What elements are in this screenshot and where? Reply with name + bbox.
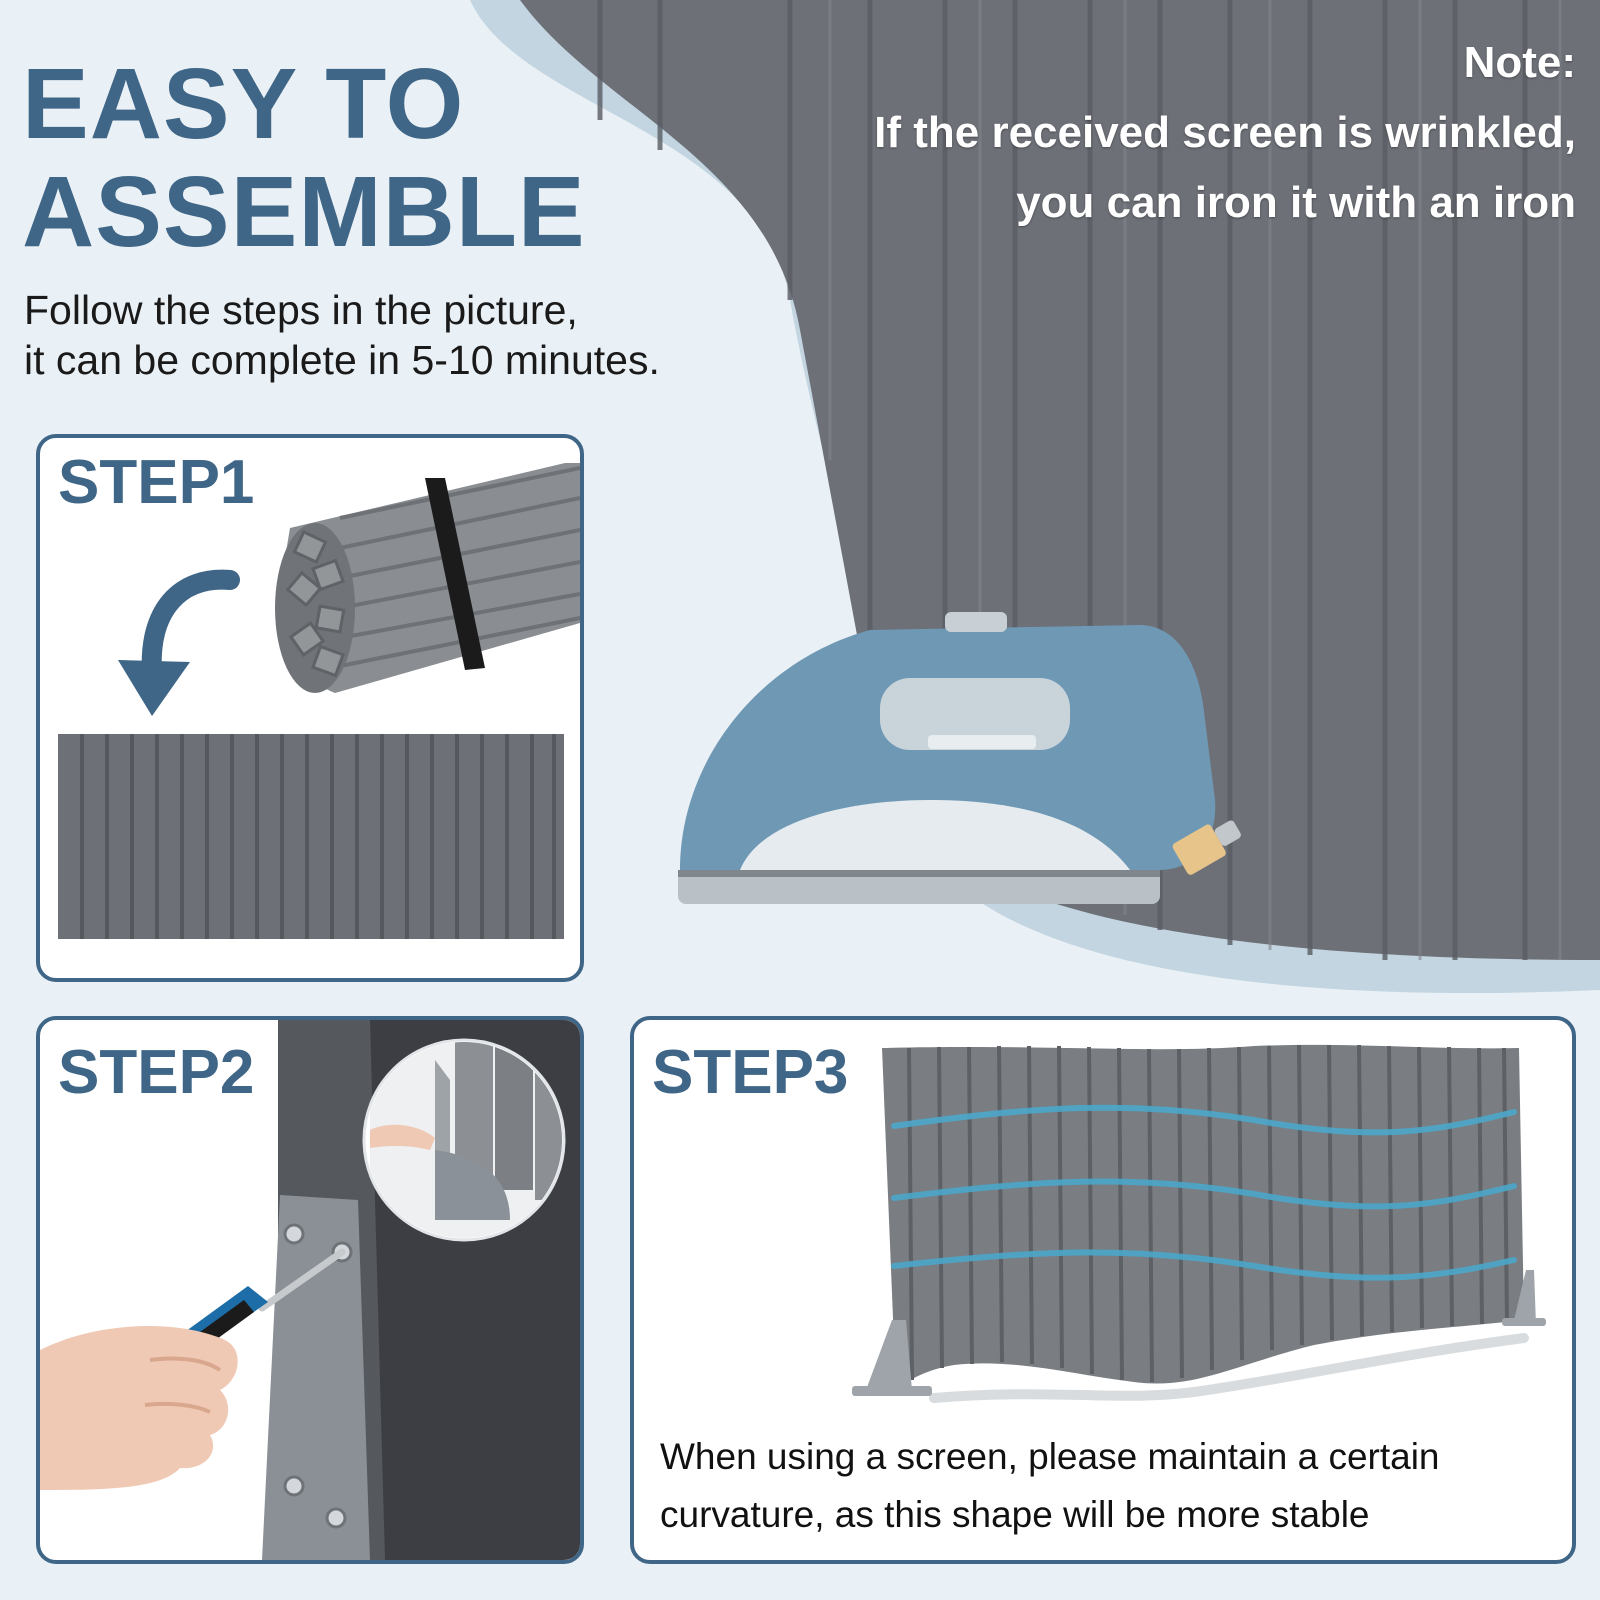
note-line-1: If the received screen is wrinkled,: [874, 108, 1576, 157]
iron-cord-plug: [1172, 824, 1226, 875]
curved-screen: [882, 1044, 1524, 1392]
curved-arrow-down-icon: [118, 569, 240, 716]
screen-slats: [907, 1044, 1509, 1383]
note-line-2: you can iron it with an iron: [1016, 178, 1576, 227]
step1-illustration: [58, 463, 580, 939]
step1-card: STEP1: [36, 434, 584, 982]
wave-lines-icon: [891, 1104, 1517, 1281]
title-line-1: EASY TO: [22, 48, 465, 160]
step2-card: STEP2: [36, 1016, 584, 1564]
rolled-screen: [275, 463, 580, 693]
step3-label: STEP3: [652, 1038, 849, 1107]
step3-caption-line-2: curvature, as this shape will be more st…: [660, 1494, 1370, 1535]
step3-caption: When using a screen, please maintain a c…: [660, 1428, 1560, 1544]
step2-illustration: [40, 1020, 580, 1560]
screen-pleats: [80, 734, 556, 939]
step3-card: STEP3 When using a screen, please mainta…: [630, 1016, 1576, 1564]
subtitle-line-1: Follow the steps in the picture,: [24, 287, 578, 333]
note-heading: Note:: [1463, 38, 1576, 87]
step3-caption-line-1: When using a screen, please maintain a c…: [660, 1436, 1440, 1477]
title-line-2: ASSEMBLE: [22, 156, 586, 268]
metal-bracket: [262, 1195, 370, 1560]
unfolded-screen: [58, 734, 564, 939]
screen-feet: [852, 1270, 1546, 1396]
iron-soleplate: [678, 870, 1160, 904]
subtitle: Follow the steps in the picture, it can …: [24, 285, 660, 385]
step1-label: STEP1: [58, 448, 255, 517]
iron-icon: [678, 612, 1241, 904]
subtitle-line-2: it can be complete in 5-10 minutes.: [24, 337, 660, 383]
hand: [40, 1326, 238, 1490]
detail-magnifier: [362, 1038, 566, 1242]
step3-illustration: [852, 1044, 1546, 1403]
step2-label: STEP2: [58, 1038, 255, 1107]
page-title: EASY TO ASSEMBLE: [22, 50, 586, 266]
screen-shadow: [929, 1333, 1529, 1403]
note-block: Note: If the received screen is wrinkled…: [874, 28, 1576, 238]
iron-handle-hole: [880, 678, 1070, 750]
